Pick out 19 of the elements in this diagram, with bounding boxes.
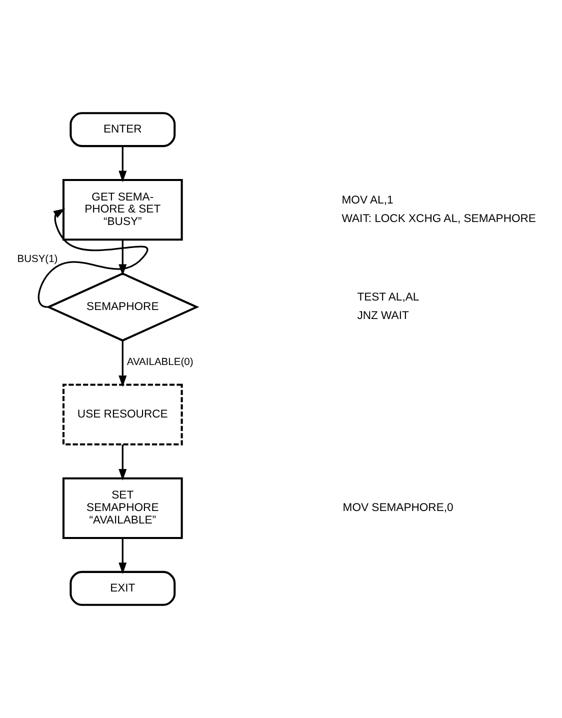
label: WAIT: LOCK XCHG AL, SEMAPHORE — [342, 212, 536, 225]
label: TEST AL,AL — [357, 292, 420, 304]
arrow — [118, 340, 127, 388]
label: MOV SEMAPHORE,0 — [342, 502, 454, 514]
node-box: GET SEMA- PHORE & SET “BUSY” — [62, 178, 183, 241]
edge-label: BUSY(1) — [17, 254, 58, 265]
arrow — [118, 240, 127, 276]
node-box: ENTER — [70, 112, 176, 148]
edge-label: AVAILABLE(0) — [126, 357, 194, 368]
arrow — [118, 538, 127, 574]
node-box: SET SEMAPHORE “AVAILABLE” — [62, 477, 183, 540]
label: MOV AL,1 — [342, 194, 394, 206]
arrow — [118, 146, 127, 182]
node-box: EXIT — [70, 570, 176, 606]
node-box: USE RESOURCE — [62, 384, 183, 446]
node-diamond: SEMAPHORE — [46, 272, 200, 342]
label: JNZ WAIT — [357, 310, 409, 322]
arrow — [118, 444, 127, 481]
arrow — [38, 208, 148, 308]
